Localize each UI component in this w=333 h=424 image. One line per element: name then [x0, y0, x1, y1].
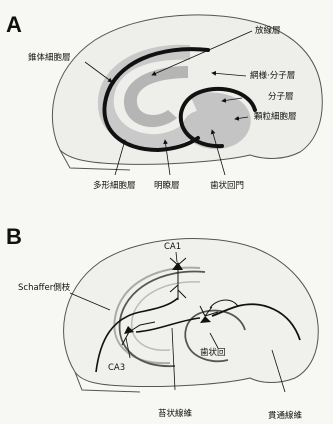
label-stratum-radiatum: 放線層 — [255, 27, 281, 36]
label-perforant-path: 貫通線維 — [268, 412, 302, 421]
panel-a-letter: A — [6, 14, 22, 36]
label-stratum-lucidum: 明瞭層 — [154, 182, 180, 191]
label-molecular-layer: 分子層 — [268, 93, 294, 102]
panel-b-letter: B — [6, 226, 22, 248]
label-lacunosum-moleculare: 網様·分子層 — [250, 72, 295, 81]
label-polymorphic-layer: 多形細胞層 — [93, 182, 136, 191]
label-dentate-gyrus: 歯状回 — [200, 349, 226, 358]
label-dentate-hilus: 歯状回門 — [210, 182, 244, 191]
label-pyramidal-layer: 錐体細胞層 — [28, 54, 71, 63]
label-schaffer-collateral: Schaffer側枝 — [18, 284, 70, 293]
label-ca1: CA1 — [164, 243, 181, 252]
label-ca3: CA3 — [108, 364, 125, 373]
panel-b-illustration — [64, 239, 319, 392]
label-granule-layer: 顆粒細胞層 — [254, 113, 297, 122]
label-mossy-fibers: 苔状線維 — [158, 410, 192, 419]
